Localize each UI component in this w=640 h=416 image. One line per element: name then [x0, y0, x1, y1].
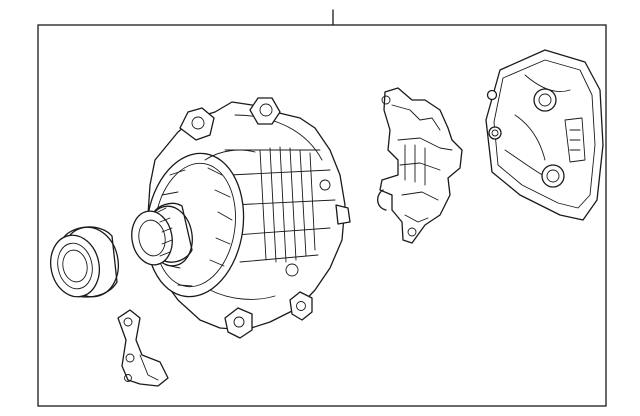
voltage-regulator[interactable]: [377, 87, 463, 244]
stator-fins: [259, 146, 316, 263]
rear-cover[interactable]: [485, 49, 604, 221]
mounting-ear-bottom: [224, 307, 253, 339]
cover-boss-bottom: [541, 164, 565, 188]
mounting-ear-top-right: [249, 97, 281, 125]
alternator-pulley: [131, 202, 193, 267]
cover-mount-hole-top: [486, 89, 498, 101]
diagram-frame: [37, 24, 607, 407]
mounting-bracket[interactable]: [117, 309, 169, 387]
cover-mount-hole-left: [488, 126, 502, 140]
mounting-ear-bottom-right: [289, 291, 313, 321]
pulley[interactable]: [45, 222, 125, 302]
cover-boss-top: [533, 88, 557, 112]
alternator-assembly[interactable]: [128, 97, 351, 339]
mounting-ear-top: [179, 107, 215, 141]
